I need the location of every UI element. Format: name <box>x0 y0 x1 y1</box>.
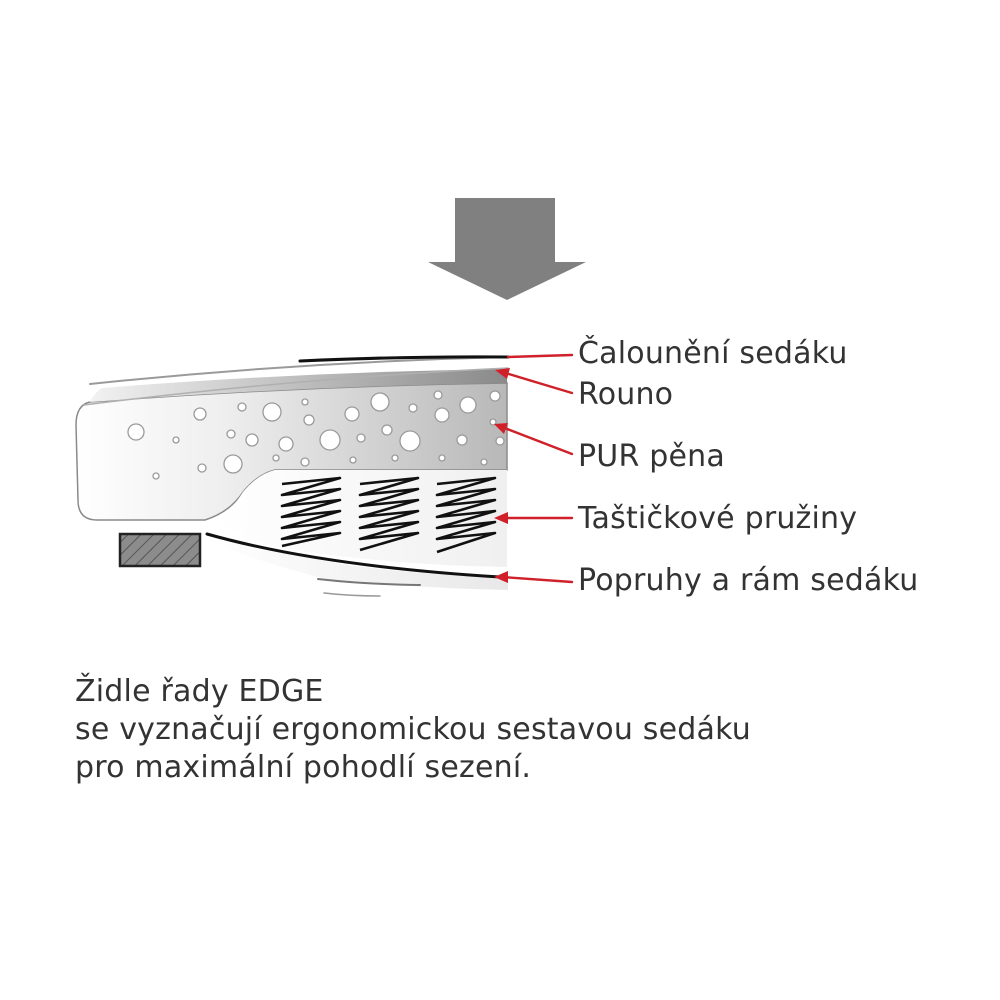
description-line-2: se vyznačují ergonomickou sestavou sedák… <box>75 712 751 747</box>
arrowhead-springs <box>494 512 508 524</box>
frame-profile <box>118 532 202 568</box>
description-text: Židle řady EDGE se vyznačují ergonomicko… <box>75 673 751 787</box>
fleece-layer <box>90 369 507 402</box>
description-line-3: pro maximální pohodlí sezení. <box>75 750 532 785</box>
label-pocket-springs: Taštičkové pružiny <box>578 501 858 536</box>
label-straps-frame: Popruhy a rám sedáku <box>578 563 919 598</box>
label-pur-foam: PUR pěna <box>578 439 725 474</box>
seat-upholstery <box>83 355 510 406</box>
callout-arrows <box>500 353 574 584</box>
arrowhead-frame <box>494 571 508 583</box>
pocket-springs <box>280 476 497 554</box>
description-line-1: Židle řady EDGE <box>75 674 324 709</box>
callout-fleece-line <box>500 370 574 395</box>
callout-upholstery-line <box>506 353 574 359</box>
seat-base-strip <box>206 531 508 590</box>
callout-foam-line <box>500 425 574 456</box>
foam-bubbles <box>127 390 505 480</box>
arrowhead-foam <box>494 423 508 434</box>
label-upholstery: Čalounění sedáku <box>578 336 848 371</box>
callout-arrowheads <box>494 368 510 583</box>
arrowhead-fleece <box>495 368 510 379</box>
label-fleece: Rouno <box>578 377 674 412</box>
down-arrow-icon <box>428 198 586 300</box>
callout-frame-line <box>500 575 574 584</box>
seat-frame-straps <box>205 532 502 597</box>
